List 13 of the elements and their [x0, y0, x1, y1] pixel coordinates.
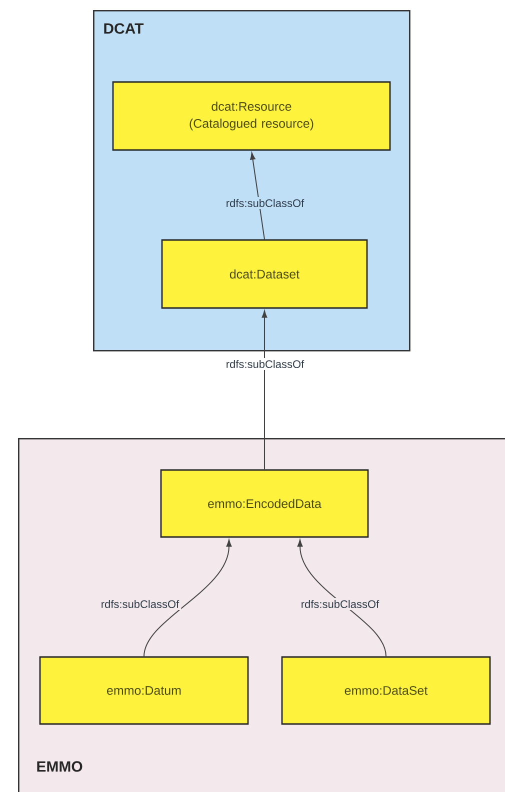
class-box: emmo:DataSet [281, 656, 491, 725]
edge-label: rdfs:subClassOf [98, 598, 182, 610]
edge-label: rdfs:subClassOf [224, 358, 306, 370]
class-box: dcat:Dataset [161, 239, 368, 309]
arrow [262, 310, 268, 470]
edge-label: rdfs:subClassOf [224, 196, 306, 210]
arrow [250, 152, 265, 240]
class-box: emmo:Datum [39, 656, 249, 725]
arrow [297, 540, 386, 657]
arrow [144, 540, 232, 657]
class-box: emmo:EncodedData [160, 469, 369, 538]
edge-label: rdfs:subClassOf [298, 598, 382, 610]
class-box: dcat:Resource (Catalogued resource) [112, 81, 391, 151]
